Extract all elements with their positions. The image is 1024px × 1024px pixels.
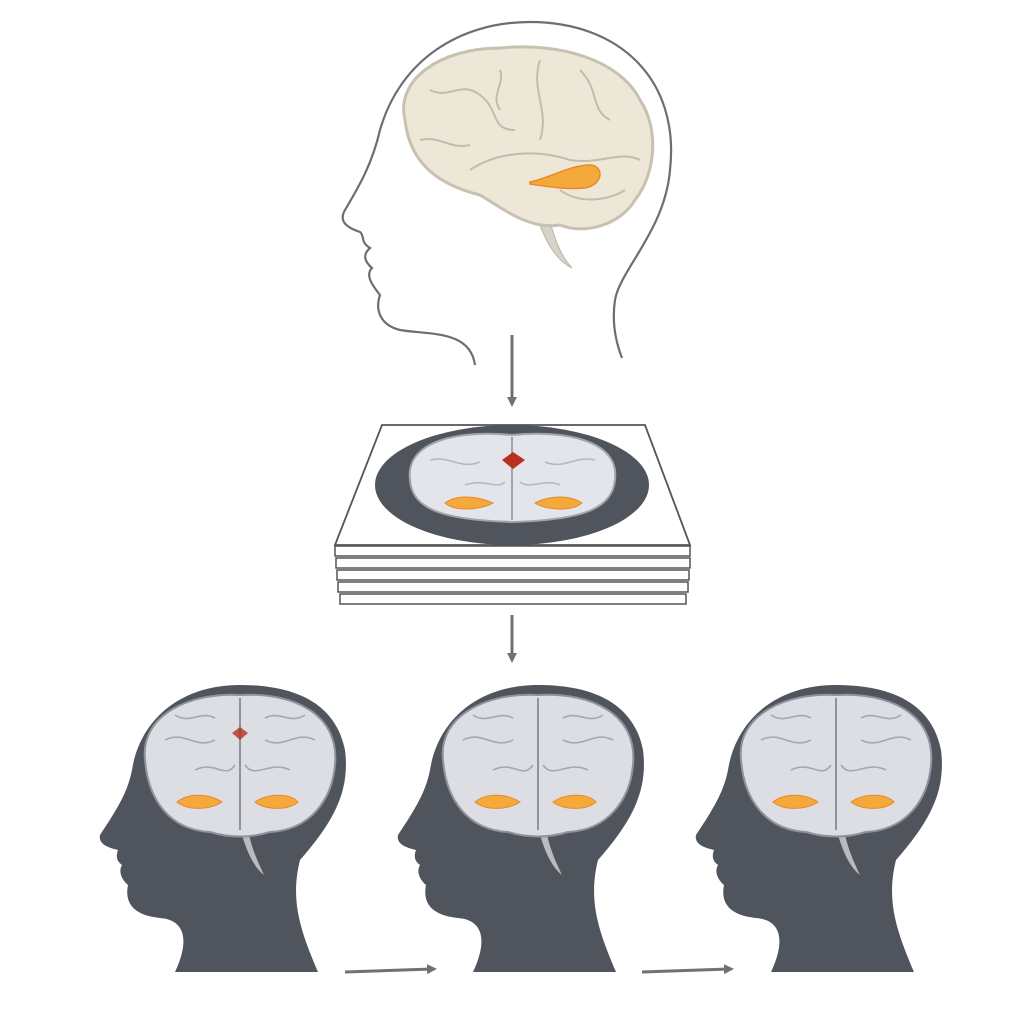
hippocampus-right-icon — [850, 794, 895, 809]
grey-brain-slice-icon — [408, 432, 617, 524]
head-silhouette-icon — [397, 685, 644, 972]
hippocampus-right-icon — [534, 496, 583, 510]
hippocampus-right-icon — [552, 794, 597, 809]
head-silhouette-icon — [695, 685, 942, 972]
marker-red-icon — [232, 727, 248, 740]
head-silhouette-sequence — [99, 685, 942, 972]
arrow-right-icon — [344, 964, 437, 975]
head-profile-outline — [341, 20, 673, 366]
hippocampus-left-icon — [474, 794, 521, 809]
scan-slice-stack-icon — [333, 424, 692, 605]
hippocampus-left-icon — [176, 794, 223, 809]
arrow-right-icon — [641, 964, 734, 975]
head-silhouette-icon — [99, 685, 346, 972]
hippocampus-left-icon — [444, 496, 495, 510]
hippocampus-icon — [529, 164, 601, 190]
head-outline-icon — [341, 20, 673, 366]
beige-brain-icon — [402, 45, 655, 269]
hippocampus-left-icon — [772, 794, 819, 809]
marker-red-icon — [502, 452, 525, 469]
hippocampus-right-icon — [254, 794, 299, 809]
